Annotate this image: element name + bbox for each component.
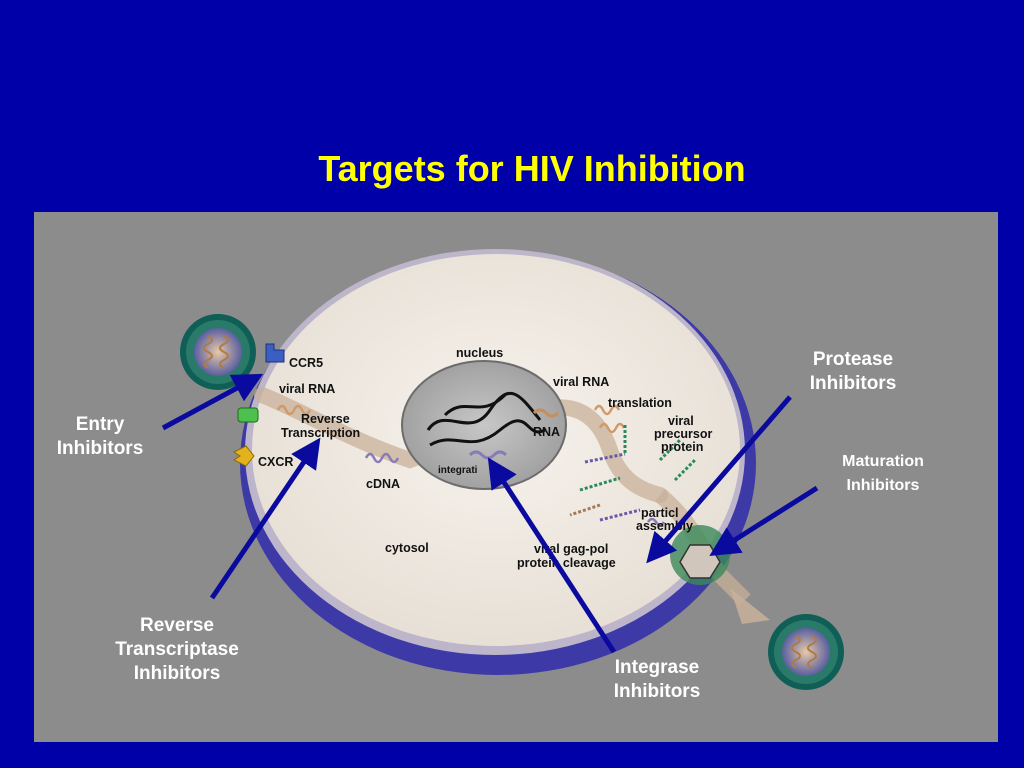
label-viral: viral bbox=[668, 414, 694, 428]
label-precursor: precursor bbox=[654, 427, 712, 441]
rt-line-3: Inhibitors bbox=[133, 663, 221, 684]
label-transcription: Transcription bbox=[281, 426, 360, 440]
integrase-inhibitors-label: Integrase Inhibitors bbox=[584, 656, 730, 704]
cd4-receptor-icon bbox=[237, 407, 259, 423]
entry-inhibitors-label: Entry Inhibitors bbox=[38, 413, 162, 461]
label-particle: particl bbox=[641, 506, 679, 520]
inhibitor-arrows bbox=[161, 373, 819, 654]
label-protein: protein bbox=[661, 440, 703, 454]
label-nucleus: nucleus bbox=[456, 346, 503, 360]
label-viral-rna-left: viral RNA bbox=[279, 382, 335, 396]
entry-line-1: Entry bbox=[75, 414, 125, 435]
maturation-line-2: Inhibitors bbox=[846, 477, 920, 494]
label-reverse: Reverse bbox=[301, 412, 350, 426]
budding-virus bbox=[670, 525, 730, 585]
cxcr4-receptor-icon bbox=[233, 445, 255, 467]
slide-title: Targets for HIV Inhibition bbox=[318, 148, 746, 189]
virus-icon bbox=[767, 613, 845, 691]
label-cdna: cDNA bbox=[366, 477, 400, 491]
reverse-transcriptase-inhibitors-label: Reverse Transcriptase Inhibitors bbox=[92, 614, 262, 686]
label-gag-pol: viral gag-pol bbox=[534, 542, 608, 556]
rt-line-2: Transcriptase bbox=[115, 639, 239, 660]
protease-inhibitors-label: Protease Inhibitors bbox=[788, 348, 918, 396]
maturation-line-1: Maturation bbox=[842, 453, 924, 470]
maturation-inhibitors-label: Maturation Inhibitors bbox=[818, 450, 948, 498]
nucleus bbox=[401, 360, 567, 490]
label-ccr5: CCR5 bbox=[289, 356, 323, 370]
reverse-transcriptase-arrow bbox=[209, 437, 321, 600]
protease-line-1: Protease bbox=[812, 349, 894, 370]
entry-arrow bbox=[161, 373, 264, 431]
integrase-line-1: Integrase bbox=[614, 657, 700, 678]
label-protein-cleavage: protein cleavage bbox=[517, 556, 616, 570]
entry-line-2: Inhibitors bbox=[56, 438, 144, 459]
rt-line-1: Reverse bbox=[140, 615, 214, 636]
protease-arrow bbox=[646, 395, 792, 564]
ccr5-receptor-icon bbox=[265, 343, 285, 363]
maturation-arrow bbox=[709, 485, 819, 557]
rna-strands bbox=[276, 404, 697, 527]
virus-icon bbox=[179, 313, 257, 391]
diagram-labels: CCR5 viral RNA Reverse Transcription CXC… bbox=[258, 346, 712, 570]
label-integration: integrati bbox=[438, 465, 478, 476]
label-viral-rna-right: viral RNA bbox=[553, 375, 609, 389]
protease-line-2: Inhibitors bbox=[809, 373, 897, 394]
label-cytosol: cytosol bbox=[385, 541, 429, 555]
label-rna: RNA bbox=[533, 425, 560, 439]
integrase-line-2: Inhibitors bbox=[613, 681, 701, 702]
integrase-arrow bbox=[487, 457, 617, 654]
label-cxcr: CXCR bbox=[258, 455, 293, 469]
label-translation: translation bbox=[608, 396, 672, 410]
